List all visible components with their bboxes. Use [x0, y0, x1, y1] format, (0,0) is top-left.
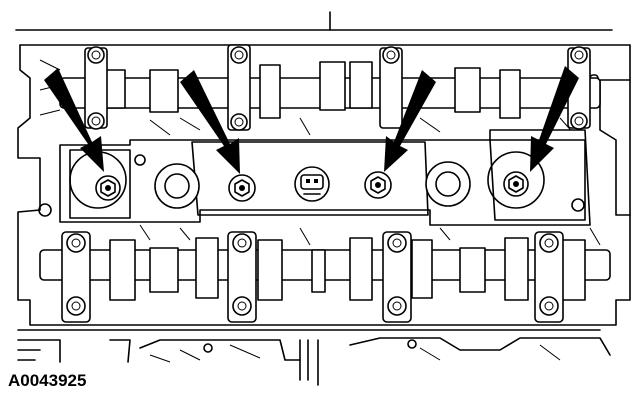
bolt-icon [570, 112, 588, 130]
bolt-icon [87, 46, 105, 64]
bolt-icon [570, 46, 588, 64]
callout-arrow-icon [44, 68, 104, 172]
bolt-icon [539, 296, 559, 316]
bolt-icon [232, 296, 252, 316]
lower-camshaft [39, 224, 611, 323]
cylinder-head-outline [15, 11, 631, 386]
upper-camshaft [39, 44, 601, 136]
bolt-icon [364, 171, 392, 199]
bolt-icon [66, 233, 86, 253]
cap-bolts [66, 46, 588, 316]
bolt-icon [387, 233, 407, 253]
callout-arrow-icon [530, 66, 579, 172]
bolt-icon [232, 233, 252, 253]
bolt-icon [230, 113, 248, 131]
bolt-icon [230, 46, 248, 64]
bolt-icon [387, 296, 407, 316]
bolt-icon [87, 112, 105, 130]
bolt-icon [503, 171, 529, 197]
bolt-icon [228, 174, 256, 202]
bolt-icon [382, 46, 400, 64]
callout-arrow-icon [180, 70, 240, 174]
bolt-icon [539, 233, 559, 253]
sensor-connector-icon [294, 166, 330, 202]
bolt-icon [66, 296, 86, 316]
figure-reference-code: A0043925 [8, 371, 87, 390]
bolt-icon [95, 175, 121, 201]
callout-arrow-icon [384, 70, 436, 172]
